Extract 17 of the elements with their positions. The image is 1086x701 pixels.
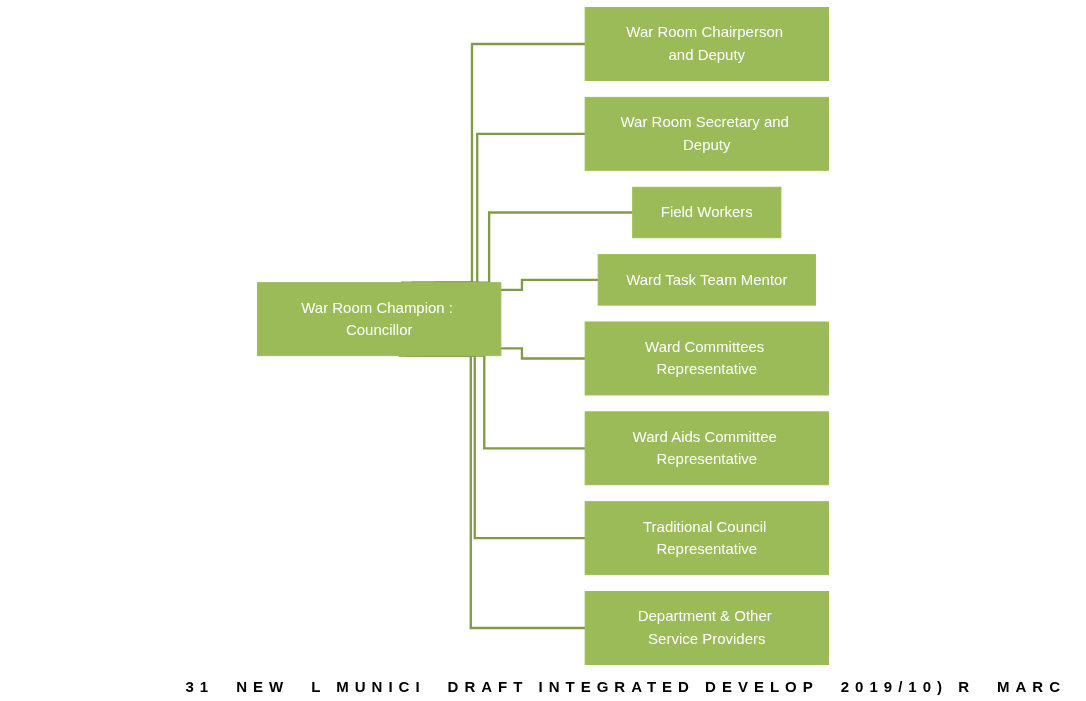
footer-text: NEW xyxy=(236,678,290,695)
node-box: Ward Aids Committee Representative xyxy=(584,411,829,486)
footer-text: L MUNICI xyxy=(311,678,426,695)
node-box: Department & Other Service Providers xyxy=(584,591,829,665)
node-box: War Room Secretary and Deputy xyxy=(584,96,829,171)
node-box: Ward Task Team Mentor xyxy=(597,254,816,306)
footer-text: 2019/10) R xyxy=(840,678,975,695)
footer-text: MARC xyxy=(997,678,1066,695)
node-box: Traditional Council Representative xyxy=(584,501,829,576)
node-box: Ward Committees Representative xyxy=(584,321,829,396)
node-box: War Room Chairperson and Deputy xyxy=(584,7,829,81)
node-box: Field Workers xyxy=(632,186,782,239)
connector xyxy=(500,278,599,292)
node-box: War Room Champion : Councillor xyxy=(257,282,502,357)
footer-text: DRAFT INTEGRATED DEVELOP xyxy=(447,678,819,695)
connector xyxy=(500,347,586,360)
footer-text: 31 xyxy=(185,678,215,695)
